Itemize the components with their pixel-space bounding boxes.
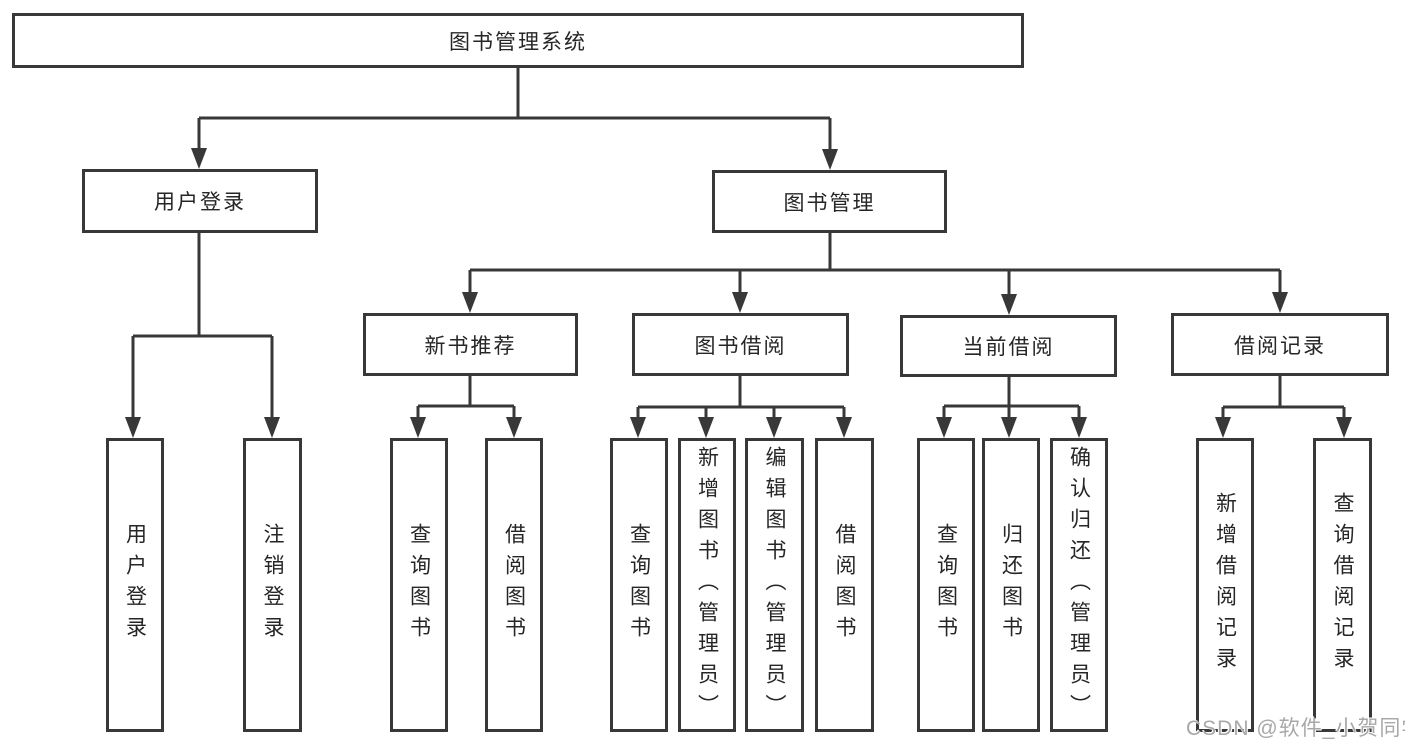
arrow-down-icon bbox=[936, 417, 952, 438]
group-borrow-records: 借阅记录 bbox=[1171, 313, 1389, 376]
leaf-query-books-recommend: 查询图书 bbox=[390, 438, 448, 732]
leaf-borrow-books-recommend: 借阅图书 bbox=[485, 438, 543, 732]
group-current-borrow: 当前借阅 bbox=[900, 315, 1117, 377]
arrow-down-icon bbox=[766, 417, 782, 438]
arrow-down-icon bbox=[1272, 292, 1288, 313]
arrow-down-icon bbox=[125, 417, 141, 438]
leaf-user-login: 用户登录 bbox=[106, 438, 164, 732]
arrow-down-icon bbox=[1336, 417, 1352, 438]
arrow-down-icon bbox=[191, 148, 207, 169]
arrow-down-icon bbox=[836, 417, 852, 438]
arrow-down-icon bbox=[698, 417, 714, 438]
arrow-down-icon bbox=[410, 417, 426, 438]
leaf-return-book: 归还图书 bbox=[982, 438, 1040, 732]
leaf-edit-book-admin: 编辑图书（管理员） bbox=[745, 438, 804, 732]
leaf-query-books-borrow: 查询图书 bbox=[610, 438, 668, 732]
arrow-down-icon bbox=[822, 149, 838, 170]
branch-user-login: 用户登录 bbox=[82, 169, 318, 233]
arrow-down-icon bbox=[462, 292, 478, 313]
connector-book-management-children bbox=[462, 233, 1288, 315]
connector-root-to-level2 bbox=[191, 68, 838, 170]
leaf-logout: 注销登录 bbox=[243, 438, 302, 732]
branch-book-management: 图书管理 bbox=[712, 170, 947, 233]
leaf-confirm-return-admin: 确认归还（管理员） bbox=[1050, 438, 1108, 732]
leaf-add-borrow-record: 新增借阅记录 bbox=[1196, 438, 1254, 732]
arrow-down-icon bbox=[1215, 417, 1231, 438]
arrow-down-icon bbox=[630, 417, 646, 438]
leaf-borrow-books: 借阅图书 bbox=[815, 438, 874, 732]
connector-borrow-records-children bbox=[1215, 375, 1352, 438]
node-root: 图书管理系统 bbox=[12, 13, 1024, 68]
arrow-down-icon bbox=[1071, 417, 1087, 438]
group-new-book-recommend: 新书推荐 bbox=[363, 313, 578, 376]
group-book-borrow: 图书借阅 bbox=[632, 313, 849, 376]
arrow-down-icon bbox=[732, 292, 748, 313]
leaf-add-book-admin: 新增图书（管理员） bbox=[678, 438, 736, 732]
arrow-down-icon bbox=[1001, 294, 1017, 315]
connector-current-borrow-children bbox=[936, 377, 1087, 438]
leaf-query-books-current: 查询图书 bbox=[917, 438, 975, 732]
arrow-down-icon bbox=[264, 417, 280, 438]
arrow-down-icon bbox=[1001, 417, 1017, 438]
arrow-down-icon bbox=[506, 417, 522, 438]
watermark: CSDN @软件_小贺同学 bbox=[1186, 717, 1405, 740]
connector-new-book-children bbox=[410, 375, 522, 438]
leaf-query-borrow-record: 查询借阅记录 bbox=[1313, 438, 1372, 732]
connector-user-login-children bbox=[125, 233, 280, 438]
connector-book-borrow-children bbox=[630, 375, 852, 438]
